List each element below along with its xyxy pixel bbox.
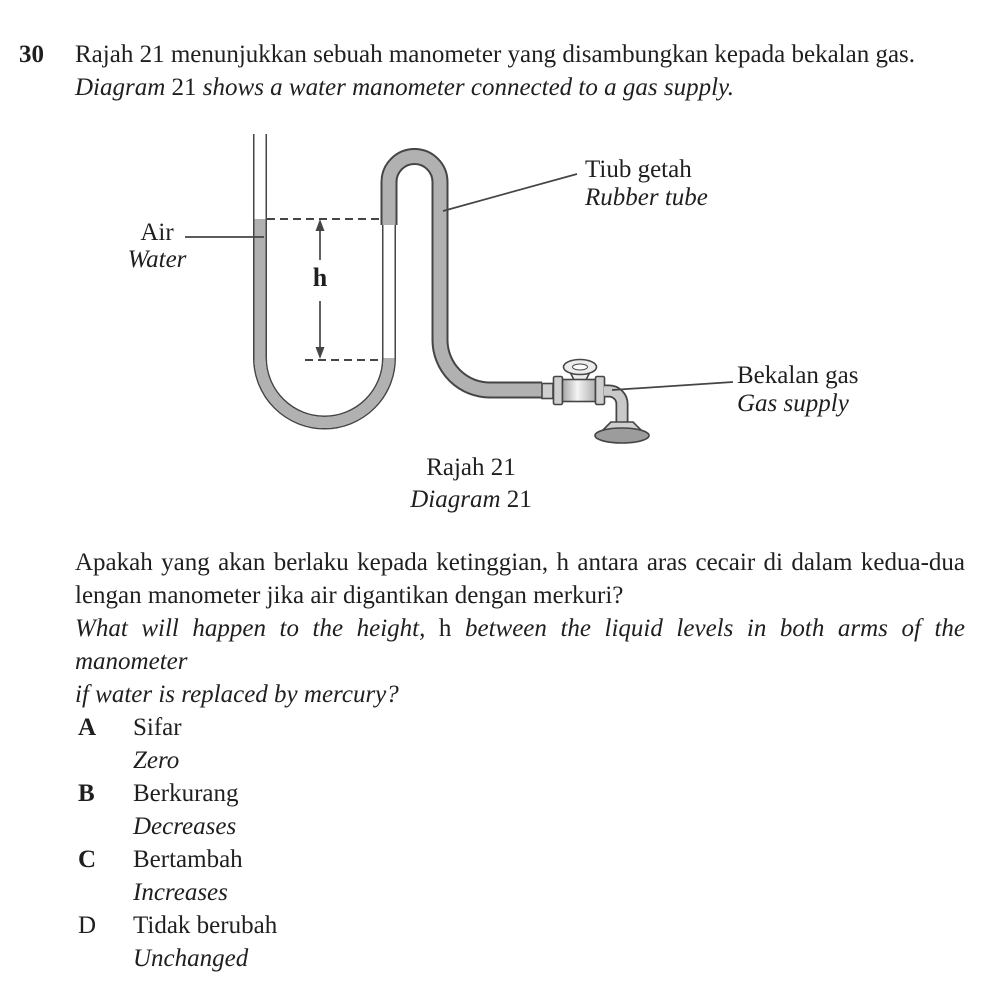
option-text-en-b: Decreases [133, 813, 237, 840]
rubber-tube-outline [380, 148, 542, 399]
rubber-tube-leader-line [442, 173, 578, 212]
option-row-a: A Sifar Zero [0, 711, 700, 777]
option-text-my-d: Tidak berubah [133, 912, 278, 939]
arrowhead-up-icon [315, 219, 325, 231]
gas-label-my: Bekalan gas [737, 362, 859, 389]
caption-my: Rajah 21 [426, 454, 516, 481]
option-row-d: D Tidak berubah Unchanged [0, 909, 700, 975]
rubber-label-my: Tiub getah [585, 156, 692, 183]
question-prompt: Apakah yang akan berlaku kepada ketinggi… [75, 546, 965, 711]
option-row-b: B Berkurang Decreases [0, 777, 700, 843]
prompt-line-my-1: Apakah yang akan berlaku kepada ketinggi… [75, 549, 965, 576]
option-row-c: C Bertambah Increases [0, 843, 700, 909]
intro-en-number: 21 [165, 74, 203, 101]
gas-outlet-pipe-outline [604, 384, 629, 423]
prompt-line-my-2: lengan manometer jika air digantikan den… [75, 582, 624, 609]
air-water-label: Air Water [103, 219, 211, 273]
gas-outlet-flare [601, 421, 643, 432]
option-text-en-a: Zero [133, 747, 180, 774]
gas-valve [552, 358, 606, 406]
option-text-en-c: Increases [133, 879, 228, 906]
option-text-my-a: Sifar [133, 714, 182, 741]
rubber-label-en: Rubber tube [585, 184, 708, 211]
option-letter-a: A [78, 714, 97, 741]
diagram-caption: Rajah 21 Diagram 21 [321, 452, 621, 516]
arrowhead-down-icon [315, 347, 325, 359]
valve-neck [566, 367, 594, 381]
answer-options: A Sifar Zero B Berkurang Decreases C Ber… [0, 711, 700, 975]
gas-outlet-pipe-fill [604, 386, 627, 423]
water-column [254, 219, 395, 428]
option-text-en-d: Unchanged [133, 945, 249, 972]
question-number: 30 [19, 41, 44, 68]
gas-supply-leader-line [611, 381, 734, 391]
prompt-en-part-a: What will happen to the height, [75, 615, 426, 642]
air-label-en: Water [127, 246, 187, 273]
question-intro: Rajah 21 menunjukkan sebuah manometer ya… [75, 38, 975, 104]
valve-body [561, 378, 597, 403]
gas-outlet [594, 384, 650, 444]
valve-handle [562, 358, 598, 376]
rubber-tube-fill [382, 150, 542, 397]
gas-supply-label: Bekalan gas Gas supply [737, 362, 858, 418]
tube-connector [541, 382, 554, 400]
caption-en: Diagram 21 [321, 484, 621, 516]
intro-line-my: Rajah 21 menunjukkan sebuah manometer ya… [75, 41, 916, 68]
prompt-line-en-2: if water is replaced by mercury? [75, 681, 399, 708]
caption-en-word: Diagram [410, 486, 501, 513]
height-label: h [312, 263, 328, 292]
option-text-my-b: Berkurang [133, 780, 239, 807]
valve-flange-left [552, 375, 564, 406]
gas-label-en: Gas supply [737, 390, 849, 417]
caption-en-number: 21 [500, 486, 532, 513]
prompt-en-symbol-h: h [425, 615, 465, 642]
option-text-my-c: Bertambah [133, 846, 243, 873]
air-label-my: Air [140, 219, 174, 246]
valve-handle-center [572, 363, 588, 371]
rubber-tube-label: Tiub getah Rubber tube [585, 156, 708, 212]
option-letter-b: B [78, 780, 95, 807]
intro-en-rest: shows a water manometer connected to a g… [202, 74, 734, 101]
gas-outlet-base [594, 427, 650, 444]
option-letter-d: D [78, 912, 97, 939]
valve-flange-right [594, 375, 606, 406]
option-letter-c: C [78, 846, 97, 873]
prompt-en-part-b: between the liquid levels in both arms o… [75, 615, 965, 675]
prompt-line-en-1: What will happen to the height, h betwee… [75, 612, 965, 678]
intro-line-en: Diagram 21 shows a water manometer conne… [75, 71, 975, 104]
intro-en-word-diagram: Diagram [75, 74, 166, 101]
